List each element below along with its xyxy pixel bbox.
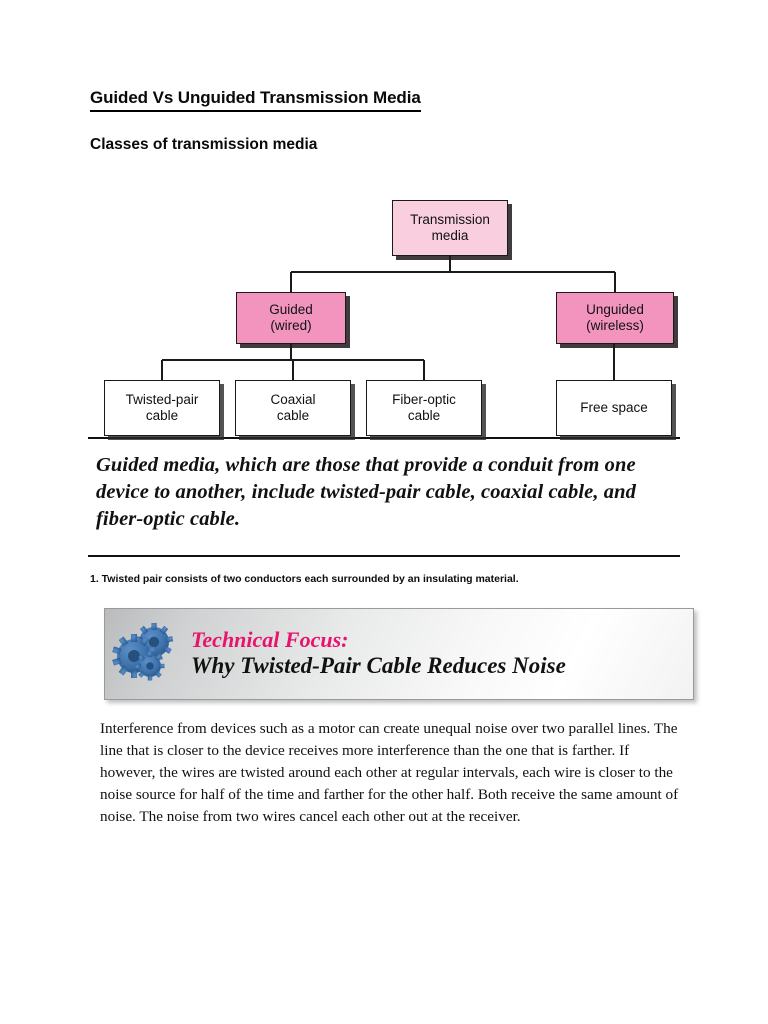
node-label: Guided(wired) (269, 302, 313, 333)
page-title: Guided Vs Unguided Transmission Media (90, 88, 421, 112)
section-subtitle: Classes of transmission media (90, 136, 318, 153)
technical-focus-text: Technical Focus: Why Twisted-Pair Cable … (187, 628, 693, 679)
guided-media-definition: Guided media, which are those that provi… (96, 454, 637, 531)
gears-icon (105, 613, 187, 695)
node-guided-wired: Guided(wired) (236, 292, 346, 344)
node-free-space: Free space (556, 380, 672, 436)
technical-focus-title: Technical Focus: (191, 627, 349, 653)
node-unguided-wireless: Unguided(wireless) (556, 292, 674, 344)
horizontal-rule-top (88, 437, 680, 439)
body-paragraph: Interference from devices such as a moto… (100, 720, 679, 825)
node-label: Unguided(wireless) (586, 302, 644, 333)
technical-focus-banner: Technical Focus: Why Twisted-Pair Cable … (104, 608, 694, 700)
numbered-note: 1. Twisted pair consists of two conducto… (90, 573, 519, 585)
diagram-connectors (161, 256, 616, 380)
technical-focus-subtitle: Why Twisted-Pair Cable Reduces Noise (191, 652, 566, 678)
horizontal-rule-bottom (88, 555, 680, 557)
node-label: Free space (580, 400, 648, 416)
